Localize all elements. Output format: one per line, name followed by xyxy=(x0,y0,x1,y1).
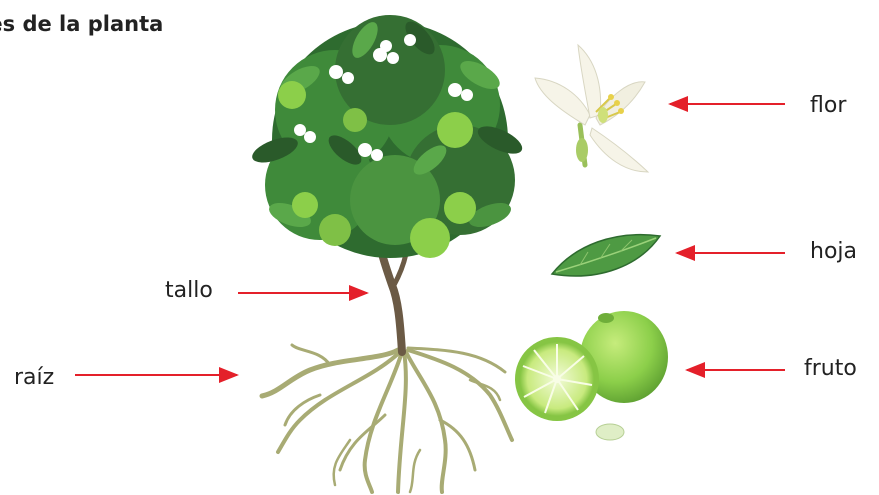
flower-detail xyxy=(535,45,648,172)
fruit-detail xyxy=(515,311,668,440)
tree-canopy xyxy=(249,15,526,258)
leaf-detail xyxy=(552,235,660,276)
roots xyxy=(262,345,512,492)
